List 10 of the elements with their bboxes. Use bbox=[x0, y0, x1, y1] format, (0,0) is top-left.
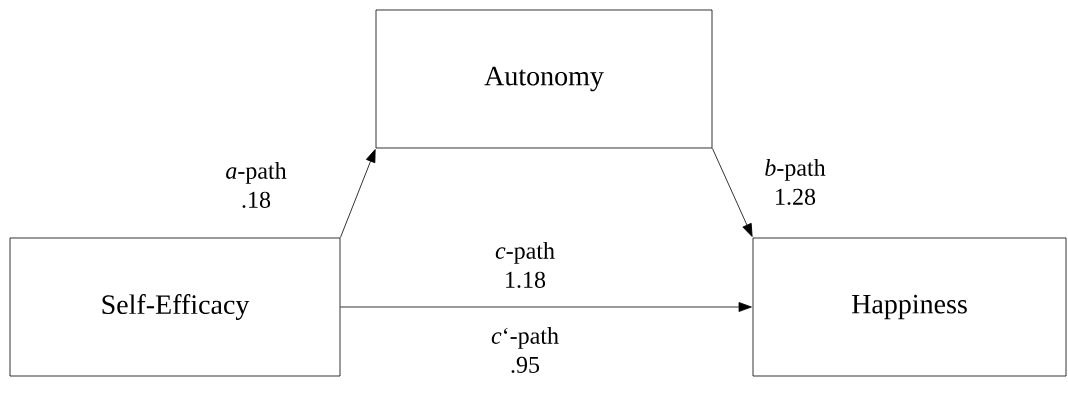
variable-box: Self-Efficacy bbox=[9, 237, 341, 377]
arrow bbox=[340, 149, 376, 238]
arrow bbox=[340, 302, 752, 312]
edge-label: b-path 1.28 bbox=[765, 159, 826, 205]
variable-box: Autonomy bbox=[375, 9, 713, 149]
arrow bbox=[712, 148, 753, 237]
path-label: c‘-path .95 bbox=[491, 327, 559, 373]
edge-label: a-path .18 bbox=[226, 162, 287, 208]
variable-box: Happiness bbox=[752, 237, 1067, 377]
edge-label: c-path 1.18 bbox=[495, 242, 555, 288]
